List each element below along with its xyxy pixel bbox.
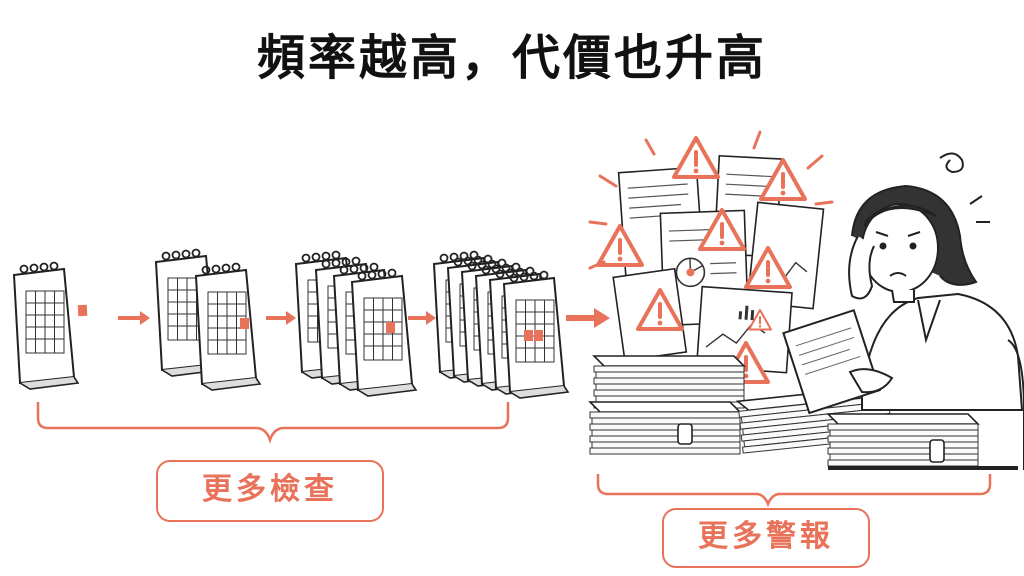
stress-scribble-icon xyxy=(939,152,990,223)
binder-icon xyxy=(929,439,945,463)
calendar-group-3 xyxy=(295,250,417,397)
calendar-group-4 xyxy=(433,250,569,399)
arrow-right-icon xyxy=(566,308,610,328)
binder-stack-right xyxy=(827,413,1018,470)
bracket-left xyxy=(36,402,510,444)
bracket-right xyxy=(596,474,992,508)
calendar-icon xyxy=(195,262,261,391)
arrow-right-icon xyxy=(118,311,150,325)
binder-icon xyxy=(677,423,693,445)
arrow-right-icon xyxy=(266,311,296,325)
calendar-group-1 xyxy=(13,261,88,390)
calendar-icon xyxy=(351,268,417,397)
page-title: 頻率越高，代價也升高 xyxy=(256,30,767,86)
warning-icon xyxy=(672,136,720,179)
arrow-right-icon xyxy=(408,311,436,325)
alert-burst xyxy=(588,130,834,270)
more-checks-label: 更多檢查 xyxy=(156,460,384,522)
binder-stack-left xyxy=(589,355,745,455)
calendar-group-2 xyxy=(155,248,261,391)
more-alerts-label: 更多警報 xyxy=(662,508,870,568)
calendar-icon xyxy=(13,261,79,390)
stressed-person-illustration xyxy=(782,184,1024,470)
document-pile xyxy=(612,154,825,374)
